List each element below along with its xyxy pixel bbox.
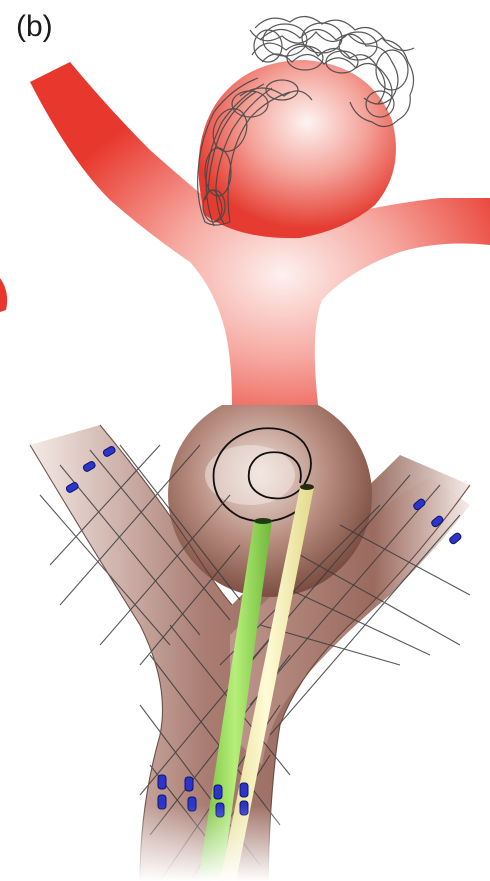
panel-label: (b) <box>16 10 53 43</box>
green-catheter-tip <box>254 518 272 524</box>
cream-catheter-tip <box>300 484 314 490</box>
marker <box>240 783 248 797</box>
marker <box>158 775 166 789</box>
marker <box>214 785 222 799</box>
vessel-edge-left <box>0 278 7 312</box>
bottom-fade <box>0 805 490 881</box>
aneurysm-illustration-top: (b) <box>0 0 490 405</box>
stent-illustration-bottom <box>0 405 490 881</box>
marker <box>448 532 462 545</box>
panel-stent-assisted-coiling <box>0 405 490 881</box>
marker <box>185 777 193 791</box>
panel-b-coil-embolization: (b) <box>0 0 490 405</box>
